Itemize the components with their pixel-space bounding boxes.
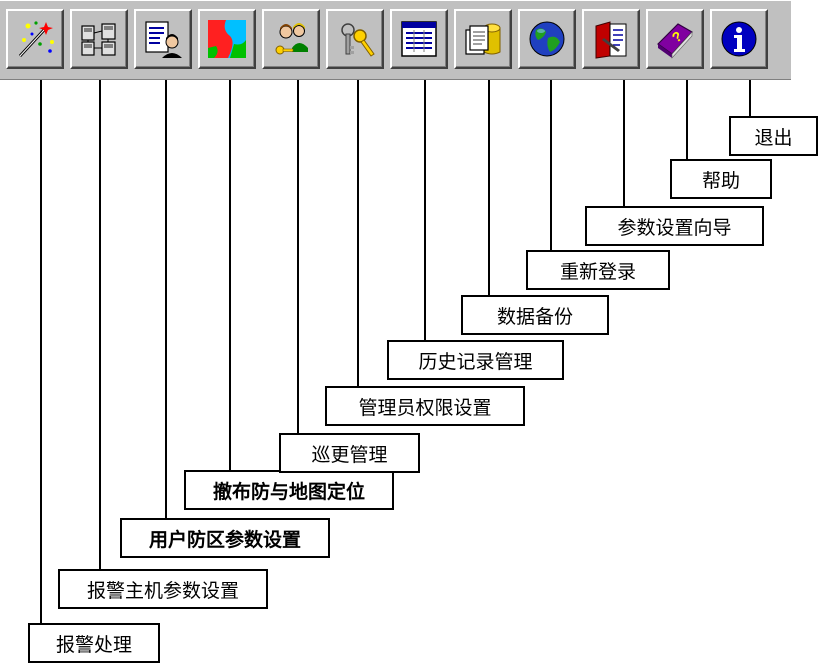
database-backup-icon	[465, 23, 501, 55]
table-icon	[401, 21, 437, 57]
label-admin-permissions: 管理员权限设置	[325, 386, 525, 426]
admin-permissions-button[interactable]	[326, 9, 384, 69]
alarm-handling-button[interactable]	[6, 9, 64, 69]
arm-disarm-map-button[interactable]	[198, 9, 256, 69]
devices-icon	[81, 23, 116, 56]
label-arm-disarm-map: 撤布防与地图定位	[184, 470, 394, 510]
keys-icon	[341, 23, 375, 57]
label-setup-wizard: 参数设置向导	[585, 206, 764, 246]
help-book-icon: ?	[657, 23, 693, 59]
alarm-host-params-button[interactable]	[70, 9, 128, 69]
globe-icon	[529, 21, 565, 57]
magic-wand-icon	[18, 21, 54, 58]
help-button[interactable]: ?	[646, 9, 704, 69]
setup-wizard-button[interactable]	[582, 9, 640, 69]
label-alarm-handling: 报警处理	[28, 623, 160, 663]
label-alarm-host-params: 报警主机参数设置	[58, 569, 268, 609]
info-icon	[721, 21, 757, 57]
relogin-button[interactable]	[518, 9, 576, 69]
user-zone-params-button[interactable]	[134, 9, 192, 69]
label-relogin: 重新登录	[526, 250, 670, 290]
exit-button[interactable]	[710, 9, 768, 69]
user-document-icon	[145, 21, 182, 58]
label-user-zone-params: 用户防区参数设置	[120, 518, 330, 558]
data-backup-button[interactable]	[454, 9, 512, 69]
setup-book-icon	[595, 21, 627, 59]
label-history-management: 历史记录管理	[387, 340, 564, 380]
label-patrol-management: 巡更管理	[279, 433, 420, 473]
toolbar: ?	[0, 0, 791, 80]
map-icon	[208, 20, 246, 58]
label-data-backup: 数据备份	[461, 295, 609, 335]
label-help: 帮助	[670, 159, 772, 199]
history-management-button[interactable]	[390, 9, 448, 69]
patrol-management-button[interactable]	[262, 9, 320, 69]
users-keys-icon	[275, 23, 308, 55]
label-exit: 退出	[729, 116, 818, 156]
